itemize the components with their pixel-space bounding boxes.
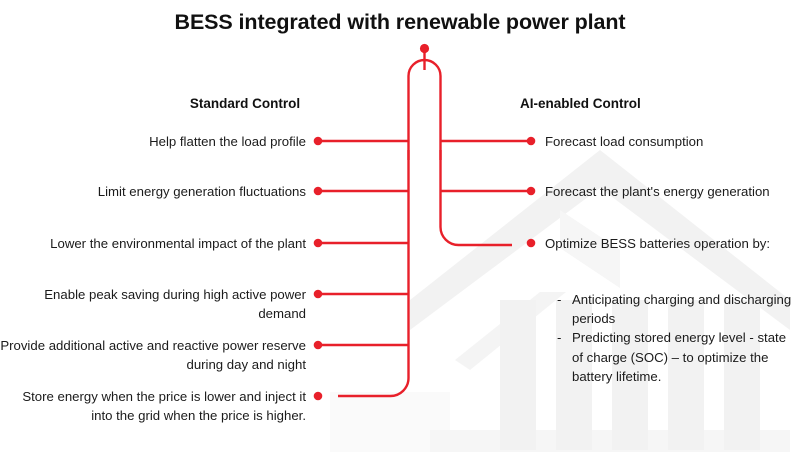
right-item-3: Optimize BESS batteries operation by: [545, 236, 771, 251]
page-title: BESS integrated with renewable power pla… [174, 10, 626, 34]
right-node-dot-1 [526, 136, 536, 146]
dash-marker-icon: - [557, 330, 562, 346]
left-item-4: Enable peak saving during high active po… [44, 287, 306, 321]
left-node-dot-2 [313, 186, 323, 196]
left-spine [338, 150, 410, 398]
sub-bullet-item-2: - Predicting stored energy level - state… [557, 328, 797, 386]
right-item-2: Forecast the plant's energy generation [545, 184, 770, 199]
top-node-dot [419, 43, 430, 54]
left-item-2: Limit energy generation fluctuations [97, 184, 306, 199]
left-item-6: Store energy when the price is lower and… [22, 389, 306, 423]
left-item-5: Provide additional active and reactive p… [0, 338, 306, 372]
right-spine [439, 150, 512, 247]
left-node-dot-1 [313, 136, 323, 146]
right-node-dot-2 [526, 186, 536, 196]
sub-bullet-item-1: - Anticipating charging and discharging … [557, 290, 797, 328]
sub-bullet-label-1: Anticipating charging and discharging pe… [572, 292, 792, 327]
left-item-3: Lower the environmental impact of the pl… [50, 236, 306, 251]
sub-bullet-list: - Anticipating charging and discharging … [557, 290, 797, 386]
left-item-1: Help flatten the load profile [149, 134, 306, 149]
sub-bullet-label-2: Predicting stored energy level - state o… [572, 330, 787, 384]
left-node-dot-5 [313, 340, 323, 350]
column-heading-ai-enabled-control: AI-enabled Control [520, 96, 641, 111]
left-node-dot-3 [313, 238, 323, 248]
left-node-dot-4 [313, 289, 323, 299]
column-heading-standard-control: Standard Control [189, 96, 301, 111]
dash-marker-icon: - [557, 292, 562, 307]
right-node-dot-3 [526, 238, 536, 248]
right-item-1: Forecast load consumption [545, 134, 704, 149]
spine-arch-top [407, 58, 442, 160]
left-node-dot-6 [313, 391, 323, 401]
